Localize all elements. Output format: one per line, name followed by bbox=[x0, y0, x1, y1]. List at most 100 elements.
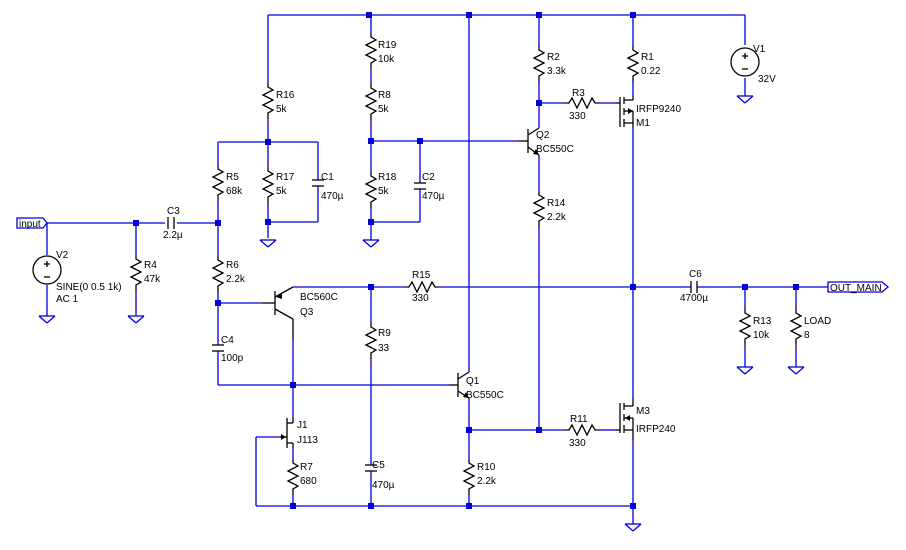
r2-ref: R2 bbox=[547, 52, 560, 63]
c4-value: 100p bbox=[221, 353, 244, 364]
transistor-q2[interactable]: Q2 BC550C bbox=[519, 127, 574, 156]
mosfet-m1[interactable]: IRFP9240 M1 bbox=[615, 95, 681, 129]
r9-ref: R9 bbox=[378, 328, 391, 339]
c5-value: 470µ bbox=[372, 480, 395, 491]
jfet-j1[interactable]: J1 J113 bbox=[280, 418, 318, 448]
load-ref: LOAD bbox=[804, 316, 831, 327]
r4-value: 47k bbox=[144, 274, 161, 285]
r18-value: 5k bbox=[378, 186, 390, 197]
r10-ref: R10 bbox=[477, 462, 496, 473]
voltage-source-v2[interactable]: V2 SINE(0 0.5 1k) AC 1 bbox=[32, 250, 122, 305]
resistor-r9[interactable]: R9 33 bbox=[364, 323, 391, 359]
r15-value: 330 bbox=[412, 293, 429, 304]
c2-value: 470µ bbox=[422, 191, 445, 202]
transistor-q3[interactable]: BC560C Q3 bbox=[262, 286, 338, 340]
r13-ref: R13 bbox=[753, 316, 772, 327]
resistor-r19[interactable]: R19 10k bbox=[364, 33, 397, 69]
r11-ref: R11 bbox=[570, 414, 588, 425]
voltage-source-v1[interactable]: V1 32V bbox=[730, 44, 776, 85]
c3-value: 2.2µ bbox=[163, 230, 183, 241]
c5-ref: C5 bbox=[372, 460, 385, 471]
out-main-label-text: OUT_MAIN bbox=[830, 283, 882, 294]
r7-value: 680 bbox=[300, 476, 317, 487]
resistor-r5[interactable]: R5 68k bbox=[211, 165, 243, 201]
capacitor-c2[interactable]: C2 470µ bbox=[414, 172, 445, 202]
r1-ref: R1 bbox=[641, 52, 654, 63]
r18-ref: R18 bbox=[378, 172, 397, 183]
resistor-r8[interactable]: R8 5k bbox=[364, 84, 391, 120]
q1-value: BC550C bbox=[466, 390, 504, 401]
v2-ref: V2 bbox=[56, 250, 69, 261]
junctions bbox=[133, 12, 799, 509]
m3-ref: M3 bbox=[636, 406, 650, 417]
transistor-q1[interactable]: Q1 BC550C bbox=[449, 371, 504, 401]
resistor-r4[interactable]: R4 47k bbox=[129, 255, 161, 291]
r6-value: 2.2k bbox=[226, 274, 246, 285]
r19-ref: R19 bbox=[378, 40, 397, 51]
wires bbox=[46, 14, 828, 524]
resistor-r14[interactable]: R14 2.2k bbox=[532, 191, 567, 227]
r4-ref: R4 bbox=[144, 260, 157, 271]
m1-ref: M1 bbox=[636, 118, 650, 129]
r6-ref: R6 bbox=[226, 260, 239, 271]
resistor-r18[interactable]: R18 5k bbox=[364, 172, 397, 208]
mosfet-m3[interactable]: M3 IRFP240 bbox=[615, 398, 676, 440]
r1-value: 0.22 bbox=[641, 66, 661, 77]
r5-value: 68k bbox=[226, 186, 243, 197]
load-value: 8 bbox=[804, 330, 810, 341]
r16-value: 5k bbox=[276, 104, 288, 115]
r17-ref: R17 bbox=[276, 172, 295, 183]
r9-value: 33 bbox=[378, 343, 390, 354]
m3-value: IRFP240 bbox=[636, 424, 676, 435]
r14-ref: R14 bbox=[547, 198, 566, 209]
input-label-text: input bbox=[19, 219, 41, 230]
resistor-load[interactable]: LOAD 8 bbox=[789, 309, 831, 345]
net-label-input[interactable]: input bbox=[16, 217, 48, 230]
r10-value: 2.2k bbox=[477, 476, 497, 487]
r11-value: 330 bbox=[569, 438, 586, 449]
v2-value: SINE(0 0.5 1k) bbox=[56, 282, 122, 293]
resistor-r1[interactable]: R1 0.22 bbox=[626, 46, 661, 82]
resistor-r11[interactable]: R11 330 bbox=[565, 414, 599, 449]
r8-ref: R8 bbox=[378, 90, 391, 101]
net-label-out-main[interactable]: OUT_MAIN bbox=[827, 281, 890, 294]
capacitor-c4[interactable]: C4 100p bbox=[212, 335, 244, 364]
j1-ref: J1 bbox=[297, 420, 308, 431]
r5-ref: R5 bbox=[226, 172, 239, 183]
q3-ref: Q3 bbox=[300, 307, 314, 318]
capacitor-c3[interactable]: C3 2.2µ bbox=[163, 206, 183, 241]
capacitor-c1[interactable]: C1 470µ bbox=[312, 172, 344, 202]
r16-ref: R16 bbox=[276, 90, 295, 101]
q3-value: BC560C bbox=[300, 292, 338, 303]
r13-value: 10k bbox=[753, 330, 770, 341]
r8-value: 5k bbox=[378, 104, 390, 115]
c3-ref: C3 bbox=[167, 206, 180, 217]
r3-ref: R3 bbox=[572, 88, 585, 99]
c1-value: 470µ bbox=[321, 191, 344, 202]
ground-symbols bbox=[38, 95, 805, 532]
q2-value: BC550C bbox=[536, 144, 574, 155]
resistor-r6[interactable]: R6 2.2k bbox=[211, 256, 246, 292]
capacitor-c6[interactable]: C6 4700µ bbox=[680, 269, 708, 304]
resistor-r2[interactable]: R2 3.3k bbox=[532, 46, 567, 82]
r3-value: 330 bbox=[569, 111, 586, 122]
r14-value: 2.2k bbox=[547, 212, 567, 223]
resistor-r3[interactable]: R3 330 bbox=[565, 88, 599, 122]
resistor-r13[interactable]: R13 10k bbox=[738, 309, 772, 345]
resistor-r15[interactable]: R15 330 bbox=[405, 270, 439, 304]
r17-value: 5k bbox=[276, 186, 288, 197]
resistor-r16[interactable]: R16 5k bbox=[261, 83, 295, 119]
q2-ref: Q2 bbox=[536, 130, 550, 141]
resistor-r7[interactable]: R7 680 bbox=[286, 459, 317, 495]
v1-value: 32V bbox=[758, 74, 776, 85]
r19-value: 10k bbox=[378, 54, 395, 65]
v2-ac-value: AC 1 bbox=[56, 294, 79, 305]
resistor-r10[interactable]: R10 2.2k bbox=[462, 459, 497, 495]
c4-ref: C4 bbox=[221, 335, 234, 346]
c6-value: 4700µ bbox=[680, 293, 708, 304]
capacitor-c5[interactable]: C5 470µ bbox=[365, 460, 395, 491]
c6-ref: C6 bbox=[689, 269, 702, 280]
r2-value: 3.3k bbox=[547, 66, 567, 77]
resistor-r17[interactable]: R17 5k bbox=[261, 167, 295, 203]
